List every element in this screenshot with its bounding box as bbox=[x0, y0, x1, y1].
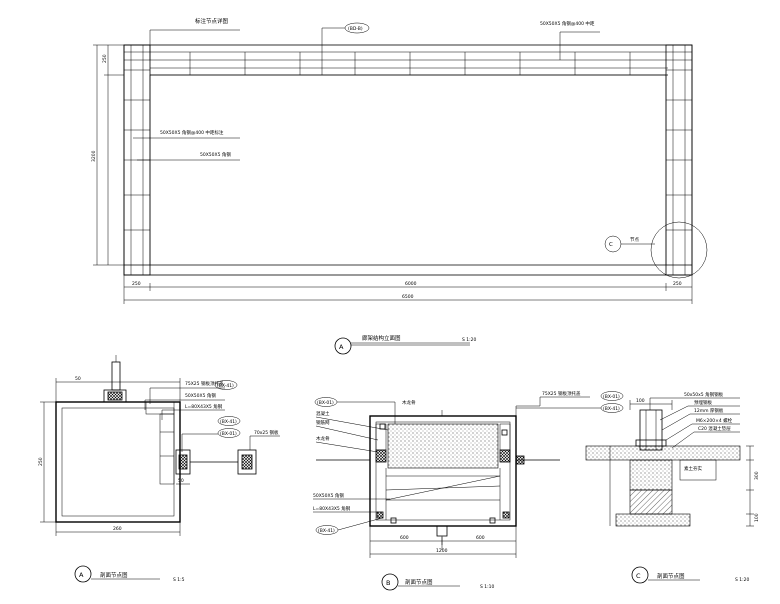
elevation-opening bbox=[149, 74, 667, 266]
right-column bbox=[665, 44, 693, 276]
detail-b-scale: S 1:10 bbox=[480, 584, 495, 590]
detail-a-scale: S 1:5 bbox=[173, 577, 185, 583]
detail-a-ref-2: (BX-41) bbox=[220, 419, 237, 425]
detail-c-footing bbox=[629, 459, 673, 491]
detail-c-label-1: 50x50x5 角钢钢板 bbox=[684, 391, 724, 398]
elevation-title: A 廊架结构立面图 S 1:20 bbox=[334, 334, 477, 355]
detail-b-label-tl-2: 钢筋网 bbox=[316, 419, 330, 426]
detail-b-drawing: (BX-01) 混凝土 钢筋网 木龙骨 木龙骨 75X25 钢板顶托盖 (BX-… bbox=[313, 390, 624, 591]
detail-a-dim-bottom: 260 bbox=[113, 526, 122, 532]
detail-b-dim-left: 600 bbox=[400, 535, 409, 541]
detail-a-ref-3: (BX-01) bbox=[220, 431, 237, 437]
detail-b-label-tl-1: 混凝土 bbox=[316, 410, 330, 417]
dim-bottom-right: 250 bbox=[673, 281, 682, 287]
detail-c-drawing: 50x50x5 角钢钢板 预埋钢板 12mm 厚钢板 M6×200×4 螺栓 C… bbox=[585, 391, 760, 584]
marker-c-bubble bbox=[604, 235, 622, 253]
detail-c-scale: S 1:20 bbox=[735, 577, 750, 583]
detail-c-dim-1: 100 bbox=[636, 398, 645, 404]
detail-a-label-2: 50X50X5 角钢 bbox=[185, 392, 216, 399]
detail-b-ref-bl: (BX-41) bbox=[318, 528, 335, 534]
detail-c-label-2: 预埋钢板 bbox=[694, 399, 712, 406]
callout-top-right: 50X50X5 角钢@400 中距 bbox=[540, 20, 595, 27]
elevation-scale: S 1:20 bbox=[462, 337, 477, 343]
detail-c-title-mark: C bbox=[636, 572, 641, 580]
detail-c-label-6: 素土夯实 bbox=[684, 465, 702, 472]
callout-ref: (BD-B) bbox=[348, 26, 363, 32]
elevation-callouts: 标注节点详图 (BD-B) 50X50X5 角钢@400 中距 50X50X5 … bbox=[133, 17, 708, 279]
detail-c-slab bbox=[585, 445, 741, 461]
detail-b-title-text: 剖面节点图 bbox=[405, 578, 433, 586]
callout-c-label: 节点 bbox=[630, 237, 639, 243]
detail-a-dim-left: 250 bbox=[38, 457, 44, 466]
detail-b-dim-total: 1200 bbox=[436, 548, 448, 554]
detail-b-ref-top-left: (BX-01) bbox=[317, 400, 334, 406]
callout-top-left: 标注节点详图 bbox=[195, 17, 229, 25]
detail-c-label-4: M6×200×4 螺栓 bbox=[696, 417, 733, 424]
detail-c-bedding bbox=[615, 513, 691, 527]
detail-a-section bbox=[55, 401, 181, 523]
detail-a-ref-1: (BX-41) bbox=[217, 383, 234, 389]
detail-b-ref-tr-2: (BX-41) bbox=[603, 406, 620, 412]
detail-b-title-mark: B bbox=[386, 579, 390, 587]
elevation-title-mark: A bbox=[339, 343, 344, 351]
top-beam-ticks bbox=[189, 52, 631, 75]
detail-c-dim-3: 100 bbox=[754, 513, 760, 522]
callout-ref-bubble bbox=[344, 22, 370, 34]
callout-mid-2: 50X50X5 角钢 bbox=[200, 151, 231, 158]
dim-bottom-left: 250 bbox=[132, 281, 141, 287]
dim-bottom-mid: 6000 bbox=[405, 281, 417, 287]
detail-a-label-3: L=80X43X5 角钢 bbox=[185, 403, 223, 410]
dim-left-top: 250 bbox=[102, 54, 108, 63]
detail-a-title-mark: A bbox=[79, 571, 84, 579]
detail-c-base bbox=[629, 489, 673, 515]
detail-b-label-tr: 75X25 钢板顶托盖 bbox=[542, 390, 581, 397]
detail-c-title-text: 剖面节点图 bbox=[657, 572, 685, 580]
elevation-bottom-dims: 250 6000 250 6500 bbox=[123, 275, 693, 304]
detail-a-dim-side: 50 bbox=[178, 478, 184, 484]
detail-b-ref-tr-1: (BX-01) bbox=[603, 394, 620, 400]
elevation-left-dims: 250 3200 bbox=[91, 44, 124, 266]
detail-b-label-top: 木龙骨 bbox=[402, 399, 416, 406]
detail-c-dim-2: 300 bbox=[754, 471, 760, 480]
elevation-title-text: 廊架结构立面图 bbox=[362, 334, 401, 342]
detail-c-label-5: C20 混凝土垫层 bbox=[698, 425, 731, 432]
detail-b-dim-right: 600 bbox=[476, 535, 485, 541]
detail-a-dim-top: 50 bbox=[75, 376, 81, 382]
detail-a-label-1: 75X25 钢板顶托盖 bbox=[185, 380, 224, 387]
dim-left-total: 3200 bbox=[91, 150, 97, 162]
detail-b-stone-block bbox=[387, 423, 499, 469]
dim-bottom-total: 6500 bbox=[402, 294, 414, 300]
detail-a-title-text: 剖面节点图 bbox=[100, 571, 128, 579]
callout-mid-1: 50X50X5 角钢@400 中距标注 bbox=[160, 129, 224, 136]
detail-b-label-bl-2: L=80X43X5 角钢 bbox=[313, 505, 351, 512]
detail-b-label-tl-3: 木龙骨 bbox=[316, 435, 330, 442]
detail-a-drawing: 75X25 钢板顶托盖 50X50X5 角钢 L=80X43X5 角钢 (BX-… bbox=[38, 355, 280, 583]
detail-b-label-bl-1: 50X50X5 角钢 bbox=[313, 492, 344, 499]
detail-c-leaders: 50x50x5 角钢钢板 预埋钢板 12mm 厚钢板 M6×200×4 螺栓 C… bbox=[649, 391, 740, 472]
detail-c-label-3: 12mm 厚钢板 bbox=[694, 407, 724, 414]
marker-c: C bbox=[609, 242, 613, 248]
elevation-drawing: 标注节点详图 (BD-B) 50X50X5 角钢@400 中距 50X50X5 … bbox=[91, 17, 708, 355]
detail-c-circle bbox=[650, 221, 708, 279]
detail-a-label-4: 70x25 钢板 bbox=[254, 429, 279, 436]
